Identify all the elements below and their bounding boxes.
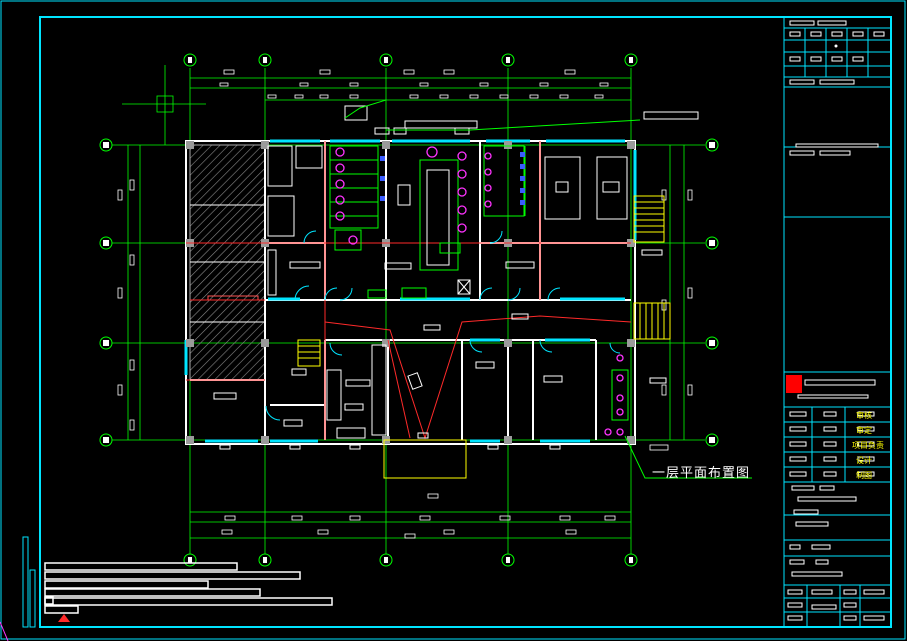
blue-fixtures	[380, 152, 525, 205]
fixtures	[335, 146, 624, 436]
title-block	[783, 17, 891, 627]
lab-benches	[329, 99, 641, 421]
svg-text:审定: 审定	[856, 425, 872, 435]
furniture	[213, 105, 699, 479]
axis-bubble-marks	[103, 57, 715, 563]
svg-text:项目负责: 项目负责	[852, 440, 884, 450]
stairs	[297, 195, 671, 367]
title-leader	[624, 435, 752, 479]
title-leader-tag	[649, 444, 669, 451]
svg-text:设计: 设计	[856, 455, 872, 465]
hatch-dividers	[190, 204, 265, 323]
title-block-logo	[786, 375, 802, 393]
doors	[265, 230, 621, 421]
north-arrow-icon	[58, 614, 70, 622]
svg-text:审核: 审核	[856, 410, 872, 420]
title-block-mark	[834, 44, 838, 48]
title-block-text-blocks	[787, 20, 885, 621]
dimension-labels	[117, 69, 693, 539]
signature-labels: 审核 审定 项目负责 设计 制图	[852, 410, 884, 480]
drawing-title: 一层平面布置图	[652, 466, 751, 481]
notes-bars	[44, 562, 333, 614]
red-lines	[186, 141, 632, 440]
left-margin-bars	[22, 536, 36, 628]
svg-text:制图: 制图	[856, 470, 872, 480]
